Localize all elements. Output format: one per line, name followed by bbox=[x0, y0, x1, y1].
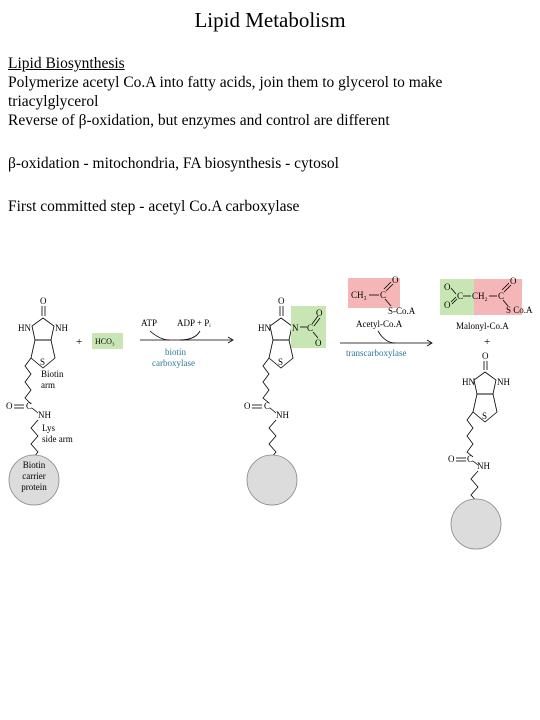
acetyl-c-label: C bbox=[380, 290, 386, 300]
ring-s-label-2: S bbox=[278, 357, 283, 367]
carboxyl-c-label: C bbox=[307, 323, 313, 333]
text-line-4: β-oxidation - mitochondria, FA biosynthe… bbox=[8, 155, 339, 172]
bicarbonate-label: HCO₃ bbox=[95, 337, 115, 346]
biotin-carrier-structure: O HN NH S Biotin arm O C NH Lys side arm… bbox=[6, 296, 73, 506]
carrier-label-2: carrier bbox=[22, 471, 45, 481]
acetyl-highlight bbox=[348, 278, 400, 308]
adp-label: ADP + Pᵢ bbox=[177, 318, 211, 328]
carrier-protein-sphere bbox=[8, 454, 60, 506]
malonyl-o-3: O bbox=[510, 276, 517, 286]
text-line-5: First committed step - acetyl Co.A carbo… bbox=[8, 198, 300, 215]
carrier-protein-sphere-3 bbox=[450, 498, 502, 550]
carbonyl-o-label-3: O bbox=[482, 351, 489, 361]
carboxybiotin-structure: O HN N C O O S O C NH bbox=[244, 296, 326, 506]
biotin-arm-label-1: Biotin bbox=[41, 369, 64, 379]
ring-nh-label: NH bbox=[55, 323, 68, 333]
acetyl-scoa-label: S-Co.A bbox=[388, 306, 416, 316]
carboxyl-o-top: O bbox=[316, 308, 323, 318]
carrier-protein-sphere-2 bbox=[246, 454, 298, 506]
lys-arm-label-1: Lys bbox=[42, 423, 56, 433]
atp-label: ATP bbox=[141, 318, 157, 328]
malonyl-ch2: CH₂ bbox=[472, 291, 488, 301]
acetyl-o-label: O bbox=[392, 275, 399, 285]
ring-hn-label-3: HN bbox=[462, 377, 475, 387]
malonyl-scoa-label: S Co.A bbox=[506, 305, 533, 315]
text-line-1: Polymerize acetyl Co.A into fatty acids,… bbox=[8, 74, 443, 91]
carboxyl-o-bottom: O bbox=[315, 338, 322, 348]
carbonyl-o-label-2: O bbox=[278, 296, 285, 306]
ring-s-label: S bbox=[40, 357, 45, 367]
malonyl-acetyl-highlight bbox=[474, 279, 522, 315]
acetyl-coa-label: Acetyl-Co.A bbox=[356, 319, 403, 329]
page-title: Lipid Metabolism bbox=[194, 8, 346, 32]
malonyl-o-1: O bbox=[444, 282, 451, 292]
plus-sign-2: + bbox=[484, 336, 490, 348]
enzyme-biotin-carboxylase-1: biotin bbox=[165, 347, 187, 357]
amide-o-label-2: O bbox=[244, 401, 251, 411]
amide-c-label: C bbox=[26, 401, 32, 411]
ring-n-label-2: N bbox=[292, 323, 299, 333]
amide-nh-label-3: NH bbox=[477, 461, 490, 471]
enzyme-biotin-carboxylase-2: carboxylase bbox=[152, 358, 195, 368]
amide-c-label-2: C bbox=[264, 401, 270, 411]
ring-s-label-3: S bbox=[482, 411, 487, 421]
regenerated-biotin-structure: O HN NH S O C NH bbox=[448, 351, 510, 550]
malonyl-c-2: C bbox=[498, 291, 504, 301]
malonyl-coa-label: Malonyl-Co.A bbox=[456, 321, 509, 331]
carrier-label-3: protein bbox=[21, 482, 47, 492]
amide-nh-label-2: NH bbox=[276, 410, 289, 420]
malonyl-carboxyl-highlight bbox=[440, 279, 474, 315]
lys-arm-label-2: side arm bbox=[42, 434, 73, 444]
text-line-3: Reverse of β-oxidation, but enzymes and … bbox=[8, 112, 390, 129]
enzyme-transcarboxylase: transcarboxylase bbox=[346, 348, 406, 358]
bicarbonate-highlight bbox=[92, 333, 123, 349]
plus-sign-1: + bbox=[76, 336, 82, 348]
ring-hn-label: HN bbox=[18, 323, 31, 333]
malonyl-c-1: C bbox=[457, 291, 463, 301]
carrier-label-1: Biotin bbox=[23, 460, 46, 470]
acetyl-ch3-label: CH₃ bbox=[351, 290, 367, 300]
carboxyl-highlight bbox=[291, 306, 326, 348]
amide-nh-label: NH bbox=[38, 410, 51, 420]
amide-o-label-3: O bbox=[448, 454, 455, 464]
section-heading: Lipid Biosynthesis bbox=[8, 55, 125, 72]
carbonyl-o-label: O bbox=[40, 296, 47, 306]
malonyl-o-2: O bbox=[444, 300, 451, 310]
ring-hn-label-2: HN bbox=[258, 323, 271, 333]
ring-nh-label-3: NH bbox=[497, 377, 510, 387]
amide-o-label: O bbox=[6, 401, 13, 411]
biotin-arm-label-2: arm bbox=[41, 380, 55, 390]
amide-c-label-3: C bbox=[467, 454, 473, 464]
text-line-2: triacylglycerol bbox=[8, 93, 99, 110]
